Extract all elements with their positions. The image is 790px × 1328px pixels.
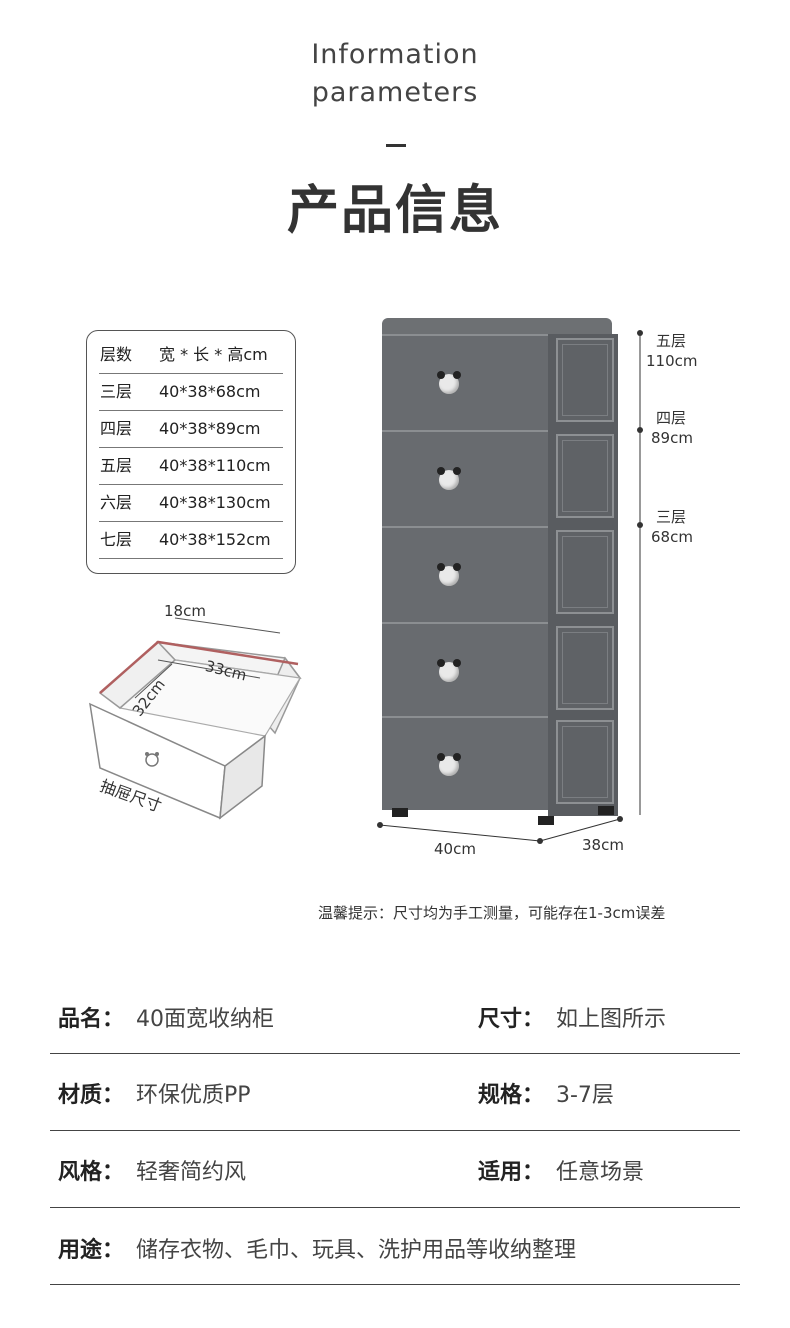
info-label-style: 风格： — [58, 1160, 125, 1185]
panda-knob-icon — [437, 371, 461, 394]
page-title: 产品信息 — [286, 181, 503, 241]
drawer-handle-icon — [145, 753, 159, 767]
info-value-size: 如上图所示 — [556, 1007, 667, 1032]
height-tier-label: 五层 — [656, 332, 687, 350]
info-label-size: 尺寸： — [478, 1007, 545, 1032]
title-divider — [386, 144, 406, 147]
info-value-style: 轻奢简约风 — [136, 1160, 247, 1185]
side-frame — [556, 720, 614, 804]
cabinet-drawer — [382, 716, 548, 810]
side-frame — [556, 626, 614, 710]
size-table-header: 层数 宽 * 长 * 高cm — [99, 337, 283, 374]
side-frame — [556, 530, 614, 614]
title-english-line1: Information — [311, 39, 479, 70]
table-cell-tier: 三层 — [100, 382, 133, 401]
info-divider — [50, 1053, 740, 1054]
height-dimension-line — [637, 330, 643, 815]
height-value-label: 68cm — [651, 528, 693, 546]
table-row: 三层 40*38*68cm — [99, 374, 283, 411]
table-cell-size: 40*38*110cm — [159, 456, 271, 475]
info-label-spec: 规格： — [478, 1083, 545, 1108]
cabinet-drawer — [382, 430, 548, 528]
info-divider — [50, 1284, 740, 1285]
info-label-applicable: 适用： — [478, 1160, 545, 1185]
info-label-name: 品名： — [58, 1007, 125, 1032]
side-frame — [556, 338, 614, 422]
info-label-usage: 用途： — [58, 1238, 125, 1263]
info-value-spec: 3-7层 — [556, 1083, 614, 1108]
info-value-applicable: 任意场景 — [556, 1160, 645, 1185]
info-divider — [50, 1207, 740, 1208]
info-value-name: 40面宽收纳柜 — [136, 1007, 274, 1032]
table-cell-size: 40*38*130cm — [159, 493, 271, 512]
table-cell-tier: 七层 — [100, 530, 133, 549]
table-cell-size: 40*38*68cm — [159, 382, 261, 401]
cabinet-drawer — [382, 334, 548, 436]
info-value-material: 环保优质PP — [136, 1083, 251, 1108]
panda-knob-icon — [437, 563, 461, 586]
drawer-illustration — [89, 617, 302, 820]
panda-knob-icon — [437, 467, 461, 490]
table-row: 七层 40*38*152cm — [99, 522, 283, 559]
size-table-header-tier: 层数 — [100, 345, 133, 364]
cabinet-drawer — [382, 622, 548, 718]
cabinet-foot — [538, 816, 554, 825]
table-cell-size: 40*38*89cm — [159, 419, 261, 438]
measurement-note: 温馨提示：尺寸均为手工测量，可能存在1-3cm误差 — [318, 904, 666, 922]
table-row: 四层 40*38*89cm — [99, 411, 283, 448]
panda-knob-icon — [437, 659, 461, 682]
drawer-depth-label: 18cm — [164, 602, 206, 620]
height-tier-label: 四层 — [656, 409, 687, 427]
height-value-label: 89cm — [651, 429, 693, 447]
size-table: 层数 宽 * 长 * 高cm 三层 40*38*68cm 四层 40*38*89… — [86, 330, 296, 574]
table-cell-tier: 四层 — [100, 419, 133, 438]
cabinet-drawer — [382, 526, 548, 624]
height-tier-label: 三层 — [656, 508, 687, 526]
info-divider — [50, 1130, 740, 1131]
title-english-line2: parameters — [311, 77, 479, 108]
cabinet-foot — [598, 806, 614, 815]
height-value-label: 110cm — [646, 352, 698, 370]
panda-knob-icon — [437, 753, 461, 776]
base-depth-label: 38cm — [582, 836, 624, 854]
table-cell-tier: 六层 — [100, 493, 133, 512]
table-cell-tier: 五层 — [100, 456, 133, 475]
side-frame — [556, 434, 614, 518]
table-cell-size: 40*38*152cm — [159, 530, 271, 549]
info-label-material: 材质： — [58, 1083, 125, 1108]
base-dimension-lines — [377, 816, 623, 844]
table-row: 五层 40*38*110cm — [99, 448, 283, 485]
info-value-usage: 储存衣物、毛巾、玩具、洗护用品等收纳整理 — [136, 1238, 577, 1263]
base-width-label: 40cm — [434, 840, 476, 858]
cabinet-foot — [392, 808, 408, 817]
cabinet-top — [382, 318, 612, 336]
table-row: 六层 40*38*130cm — [99, 485, 283, 522]
size-table-header-size: 宽 * 长 * 高cm — [159, 345, 268, 364]
